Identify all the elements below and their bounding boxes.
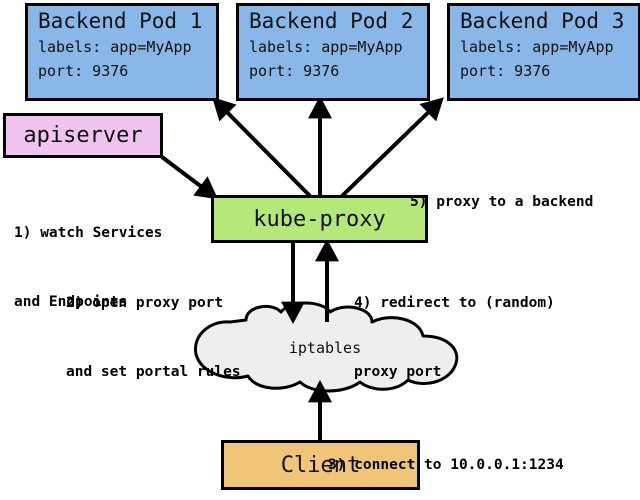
edge-kubeproxy-pod1 [212,97,312,198]
backend-pod-2-box[interactable]: Backend Pod 2 labels: app=MyApp port: 93… [236,3,430,101]
edge-apiserver-kubeproxy [160,155,219,200]
client-box[interactable]: Client [221,440,420,490]
iptables-cloud [193,301,459,393]
apiserver-box[interactable]: apiserver [3,113,163,158]
backend-pod-2-title: Backend Pod 2 [249,9,414,33]
backend-pod-2-labels: labels: app=MyApp [249,38,403,56]
backend-pod-1-box[interactable]: Backend Pod 1 labels: app=MyApp port: 93… [25,3,219,101]
step-3-line-1: 3) connect to 10.0.0.1:1234 [328,457,564,473]
iptables-label: iptables [288,339,362,357]
step-5-line-1: 5) proxy to a backend [410,194,594,210]
backend-pod-1-port: port: 9376 [38,62,129,80]
backend-pod-1-labels: labels: app=MyApp [38,38,192,56]
step-1-line-1: 1) watch Services [14,225,163,241]
backend-pod-3-labels: labels: app=MyApp [460,38,614,56]
step-4-line-2: proxy port [354,364,442,380]
client-label: Client [280,452,361,478]
step-4-label: 4) redirect to (random) proxy port [354,246,555,407]
edge-kubeproxy-pod3 [340,97,444,198]
backend-pod-1-title: Backend Pod 1 [38,9,203,33]
step-4-line-1: 4) redirect to (random) [354,295,555,311]
step-5-label: 5) proxy to a backend [410,145,593,237]
step-1-line-2: and Endpoints [14,294,128,310]
step-2-label: 2) open proxy port and set portal rules [66,246,241,407]
backend-pod-2-port: port: 9376 [249,62,340,80]
kube-proxy-box[interactable]: kube-proxy [211,195,428,243]
backend-pod-3-title: Backend Pod 3 [460,9,625,33]
apiserver-label: apiserver [23,123,143,148]
step-3-label: 3) connect to 10.0.0.1:1234 [328,408,564,500]
step-2-line-1: 2) open proxy port [66,295,224,311]
step-2-line-2: and set portal rules [66,364,241,380]
step-1-label: 1) watch Services and Endpoints [14,176,162,337]
kube-proxy-label: kube-proxy [253,206,386,232]
backend-pod-3-port: port: 9376 [460,62,551,80]
backend-pod-3-box[interactable]: Backend Pod 3 labels: app=MyApp port: 93… [447,3,640,101]
